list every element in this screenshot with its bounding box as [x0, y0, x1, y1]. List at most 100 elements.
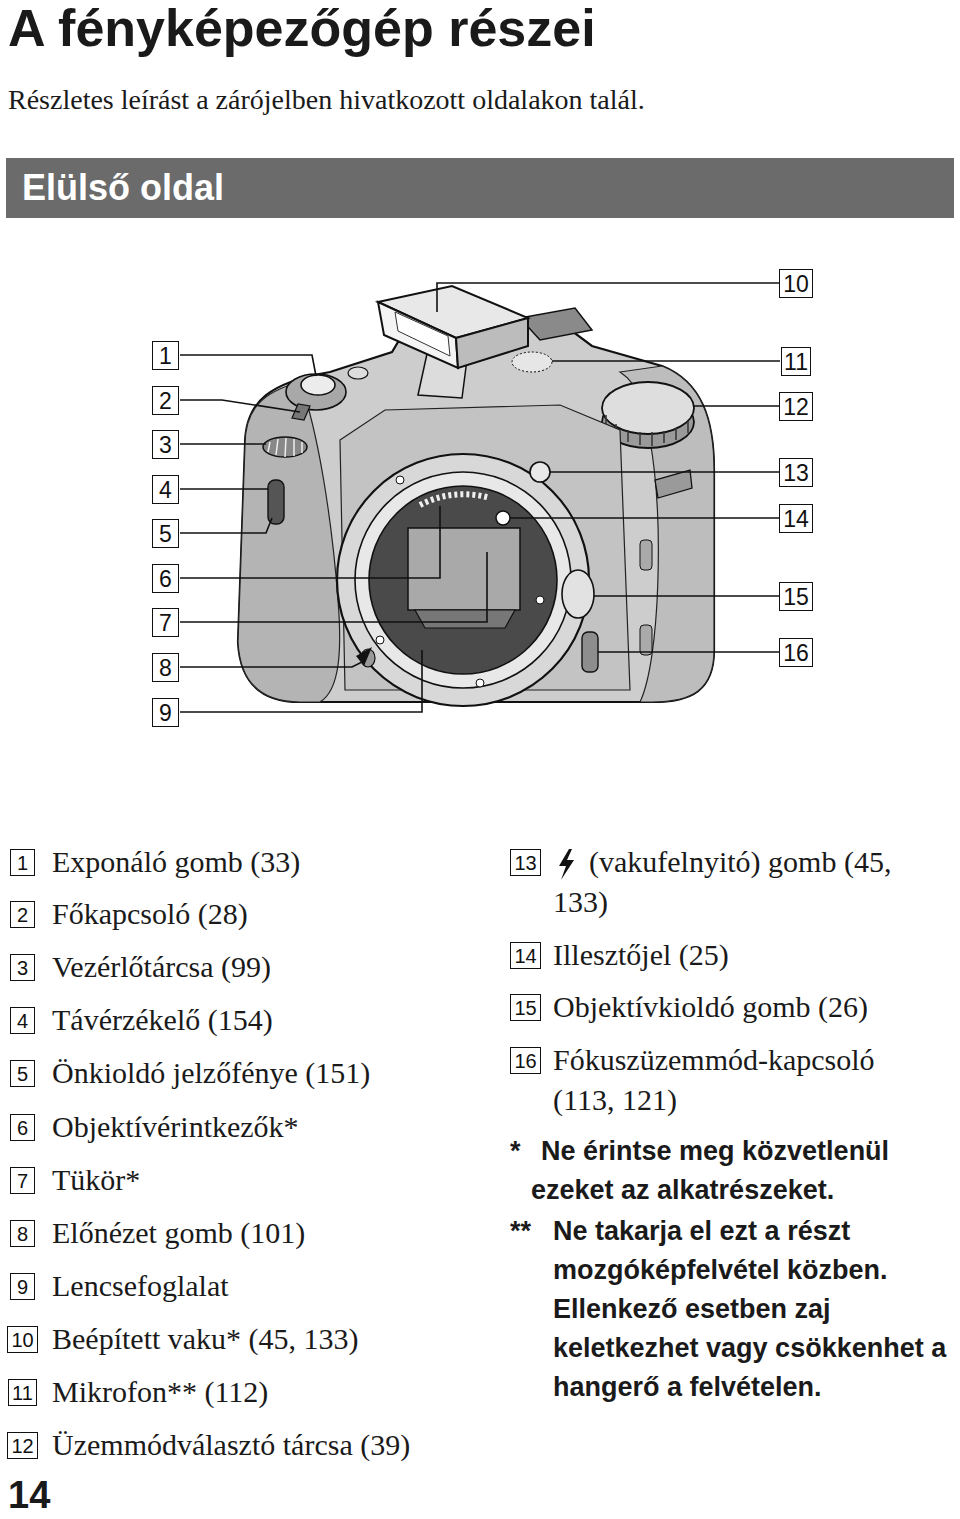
part-name: Vezérlőtárcsa (99): [52, 947, 271, 987]
part-name: Beépített vaku* (45, 133): [52, 1319, 359, 1359]
number-text: 11: [784, 349, 808, 375]
number-text: 1: [159, 343, 172, 369]
callout-number: 5: [152, 519, 179, 548]
remote-sensor: [268, 480, 284, 524]
callout-number: 15: [779, 582, 813, 611]
footnote-mark: *: [510, 1132, 521, 1171]
part-name: (vakufelnyitó) gomb (45, 133): [553, 842, 893, 922]
list-number: 14: [510, 942, 541, 969]
callout-number: 11: [781, 347, 811, 376]
number-text: 4: [17, 1009, 28, 1033]
flash-head-front: [378, 302, 458, 368]
strap-lug: [655, 470, 692, 498]
page-number: 14: [8, 1474, 50, 1516]
number-text: 15: [783, 584, 809, 610]
lens-mount-opening: [369, 486, 557, 674]
control-dial: [263, 437, 307, 457]
footnote-mark: **: [510, 1212, 531, 1251]
number-text: 5: [159, 521, 172, 547]
callout-number: 14: [779, 504, 813, 533]
focus-mode-switch: [582, 632, 598, 672]
number-text: 8: [17, 1222, 28, 1246]
microphone: [512, 352, 552, 372]
callout-number: 6: [152, 564, 179, 593]
number-text: 9: [17, 1275, 28, 1299]
flash-button: [530, 462, 550, 482]
number-text: 1: [17, 851, 28, 875]
list-number: 6: [10, 1114, 35, 1141]
number-text: 15: [514, 996, 536, 1020]
list-number: 4: [10, 1007, 35, 1034]
footnote: Ne érintse meg közvetlenül ezeket az alk…: [531, 1132, 955, 1210]
lens-mount-ring: [337, 454, 589, 706]
part-name: Objektívkioldó gomb (26): [553, 987, 868, 1027]
shutter-button: [301, 375, 335, 395]
number-text: 10: [783, 271, 809, 297]
number-text: 12: [11, 1434, 33, 1458]
number-text: 14: [514, 944, 536, 968]
footnote: Ne takarja el ezt a részt mozgóképfelvét…: [553, 1212, 953, 1407]
part-name: Mikrofon** (112): [52, 1372, 268, 1412]
number-text: 5: [17, 1062, 28, 1086]
list-number: 3: [10, 954, 35, 981]
part-name: Főkapcsoló (28): [52, 894, 248, 934]
list-number: 9: [10, 1273, 35, 1300]
number-text: 7: [17, 1169, 28, 1193]
mirror: [408, 528, 520, 610]
list-number: 5: [10, 1060, 35, 1087]
callout-number: 16: [779, 638, 813, 667]
number-text: 7: [159, 610, 172, 636]
part-name: Üzemmódválasztó tárcsa (39): [52, 1425, 410, 1465]
side-cover: [640, 540, 652, 570]
list-number: 12: [7, 1432, 38, 1459]
list-number: 13: [510, 849, 541, 876]
callout-number: 10: [779, 269, 813, 298]
part-name: Távérzékelő (154): [52, 1000, 273, 1040]
number-text: 3: [159, 432, 172, 458]
flash-head-side: [456, 318, 528, 368]
leader-lines: [180, 283, 780, 712]
mount-index-mark: [496, 511, 510, 525]
control-dial-ridges: [268, 438, 302, 457]
camera-body: [238, 322, 714, 702]
subtitle: Részletes leírást a zárójelben hivatkozo…: [8, 82, 645, 118]
number-text: 9: [159, 700, 172, 726]
power-lever: [292, 404, 310, 420]
number-text: 2: [17, 903, 28, 927]
number-text: 14: [783, 506, 809, 532]
callout-number: 8: [152, 653, 179, 682]
grip-shade: [238, 382, 340, 702]
callout-number: 13: [779, 458, 813, 487]
number-text: 16: [783, 640, 809, 666]
lens-release-button: [562, 570, 594, 618]
flash-icon: [559, 849, 574, 880]
part-name: Előnézet gomb (101): [52, 1213, 305, 1253]
list-number: 15: [510, 994, 541, 1021]
number-text: 4: [159, 477, 172, 503]
part-name: Illesztőjel (25): [553, 935, 729, 975]
lens-mount-inner-ring: [355, 472, 571, 688]
flash-window: [395, 312, 450, 356]
callout-number: 2: [152, 386, 179, 415]
number-text: 16: [514, 1049, 536, 1073]
callout-number: 9: [152, 698, 179, 727]
list-number: 7: [10, 1167, 35, 1194]
list-number: 11: [8, 1379, 37, 1406]
part-name: Önkioldó jelzőfénye (151): [52, 1053, 370, 1093]
list-number: 8: [10, 1220, 35, 1247]
number-text: 11: [12, 1381, 33, 1405]
callout-number: 12: [779, 392, 813, 421]
mount-screw: [476, 679, 484, 687]
part-name: Fókuszüzemmód-kapcsoló (113, 121): [553, 1040, 913, 1120]
number-text: 8: [159, 655, 172, 681]
callout-number: 4: [152, 475, 179, 504]
callout-number: 7: [152, 608, 179, 637]
number-text: 10: [11, 1328, 33, 1352]
section-band: Elülső oldal: [6, 158, 954, 218]
callout-number: 3: [152, 430, 179, 459]
hot-shoe: [520, 308, 592, 340]
number-text: 13: [514, 851, 536, 875]
lens-contacts: [420, 494, 490, 505]
side-cover: [640, 625, 652, 655]
